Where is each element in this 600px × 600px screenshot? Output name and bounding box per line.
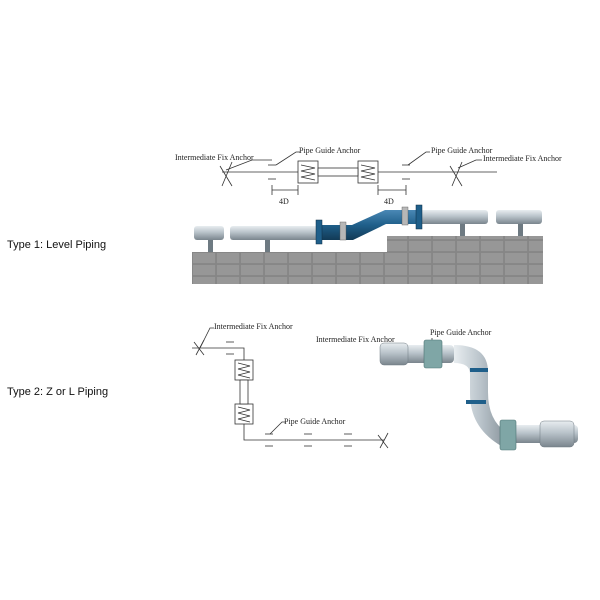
connector-ring: [470, 368, 488, 372]
pipe-segment: [194, 226, 224, 240]
pipe-segment: [496, 210, 542, 224]
pipe-guide-clamp: [499, 419, 517, 451]
label-intermediate-fix-anchor-left: Intermediate Fix Anchor: [175, 153, 254, 162]
expansion-joint: [379, 342, 409, 366]
expansion-joint: [234, 403, 254, 425]
pipe-elbow: [454, 345, 514, 450]
type1-illustration: [192, 204, 543, 284]
type1-label: Type 1: Level Piping: [7, 239, 107, 251]
expansion-joint: [234, 359, 254, 381]
wall-high: [387, 236, 543, 284]
pipe-segment: [230, 226, 320, 240]
type2-illustration: Intermediate Fix Anchor Pipe Guide Ancho…: [316, 328, 578, 451]
fix-anchor-symbol: [377, 432, 389, 449]
fix-anchor-symbol: [219, 161, 233, 187]
type1-schematic: 4D 4D Intermediate Fix Anchor Pipe Guide…: [175, 146, 562, 206]
dimension-4d-right: 4D: [384, 197, 394, 206]
label-pipe-guide-anchor-3d: Pipe Guide Anchor: [430, 328, 492, 337]
label-intermediate-fix-anchor-top: Intermediate Fix Anchor: [214, 322, 293, 331]
dimension-4d-left: 4D: [279, 197, 289, 206]
type2-label: Type 2: Z or L Piping: [7, 386, 109, 398]
label-pipe-guide-anchor-left: Pipe Guide Anchor: [299, 146, 361, 155]
label-pipe-guide-anchor-right: Pipe Guide Anchor: [431, 146, 493, 155]
type2-schematic: Intermediate Fix Anchor Pipe Guide Ancho…: [192, 322, 389, 449]
label-intermediate-fix-anchor-3d: Intermediate Fix Anchor: [316, 335, 395, 344]
fix-anchor-symbol: [449, 161, 463, 187]
label-intermediate-fix-anchor-right: Intermediate Fix Anchor: [483, 154, 562, 163]
wall-low: [192, 252, 387, 284]
flange: [315, 219, 323, 245]
pipe-segment: [418, 210, 488, 224]
flange: [415, 204, 423, 230]
expansion-joint: [539, 420, 575, 448]
pipe-guide-clamp: [423, 339, 443, 369]
connector-ring: [466, 400, 486, 404]
label-pipe-guide-anchor-bottom: Pipe Guide Anchor: [284, 417, 346, 426]
